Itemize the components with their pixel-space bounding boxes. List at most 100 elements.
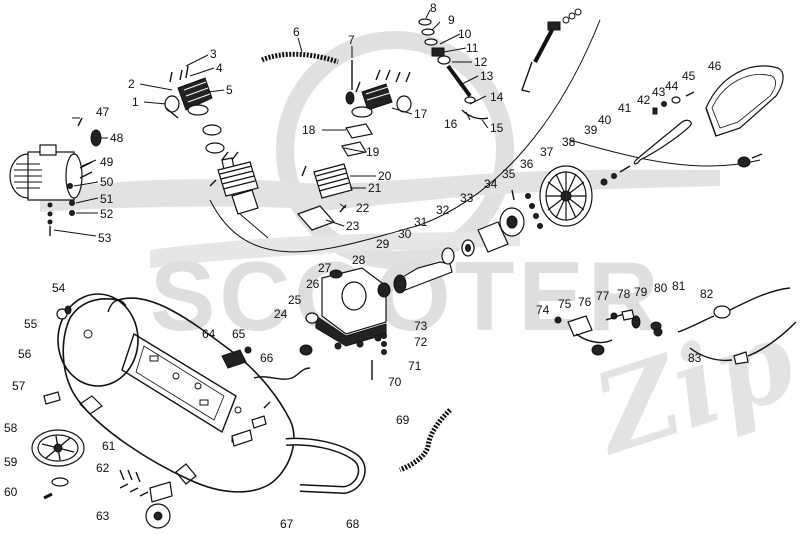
label-77: 77: [596, 289, 610, 303]
motor-pulley: [90, 129, 102, 147]
spring-hose: [260, 51, 339, 65]
label-75: 75: [558, 297, 572, 311]
label-82: 82: [700, 287, 714, 301]
electric-motor: [9, 144, 93, 201]
label-70: 70: [388, 375, 402, 389]
label-43: 43: [652, 85, 666, 99]
leader-lines: [53, 9, 489, 237]
label-1: 1: [132, 95, 139, 109]
label-72: 72: [414, 335, 428, 349]
label-56: 56: [18, 347, 32, 361]
wheel-pin: [43, 492, 53, 500]
crankcase-fasteners: [371, 333, 387, 380]
label-30: 30: [398, 227, 412, 241]
outlet-fittings: [231, 401, 271, 447]
label-66: 66: [260, 351, 274, 365]
label-7: 7: [348, 33, 355, 47]
label-42: 42: [637, 93, 651, 107]
wheel: [31, 429, 85, 467]
label-65: 65: [232, 327, 246, 341]
label-47: 47: [96, 105, 110, 119]
label-26: 26: [306, 277, 320, 291]
label-52: 52: [100, 207, 114, 221]
cover-gasket: [477, 221, 509, 253]
label-80: 80: [654, 281, 668, 295]
assembly-arrows: [209, 69, 411, 213]
label-63: 63: [96, 509, 110, 523]
label-2: 2: [128, 77, 135, 91]
label-20: 20: [378, 169, 392, 183]
check-valve: [221, 349, 247, 369]
label-61: 61: [102, 439, 116, 453]
guard-bolt: [737, 153, 763, 168]
label-53: 53: [98, 231, 112, 245]
part-labels: 1 2 3 4 5 6 7 8 9 10 11 12 13 14 15 16 1…: [4, 1, 722, 531]
label-18: 18: [302, 123, 316, 137]
top-valve-parts: [418, 18, 489, 120]
right-cylinder: [296, 163, 353, 231]
label-36: 36: [520, 157, 534, 171]
cover-bolts: [511, 189, 543, 229]
label-12: 12: [474, 55, 488, 69]
label-5: 5: [226, 83, 233, 97]
label-62: 62: [96, 461, 110, 475]
label-79: 79: [634, 285, 648, 299]
label-14: 14: [490, 90, 504, 104]
flywheel-washer: [600, 178, 608, 186]
label-27: 27: [318, 261, 332, 275]
flywheel: [539, 165, 593, 227]
label-58: 58: [4, 421, 18, 435]
label-15: 15: [490, 121, 504, 135]
power-cables: [677, 287, 797, 365]
label-13: 13: [480, 69, 494, 83]
bearing: [441, 247, 455, 265]
label-64: 64: [202, 327, 216, 341]
label-50: 50: [100, 175, 114, 189]
flywheel-bolt: [619, 165, 631, 173]
label-74: 74: [536, 303, 550, 317]
crankcase: [315, 267, 387, 350]
watermark: SCOOTER Zip: [40, 31, 800, 480]
label-8: 8: [430, 1, 437, 15]
label-69: 69: [396, 413, 410, 427]
left-cylinder: [217, 161, 269, 239]
label-41: 41: [618, 101, 632, 115]
label-67: 67: [280, 517, 294, 531]
watermark-swoosh-2: [150, 232, 520, 268]
flywheel-washer-2: [611, 173, 617, 179]
guide-curve: [209, 19, 601, 253]
label-31: 31: [414, 215, 428, 229]
label-10: 10: [458, 27, 472, 41]
label-19: 19: [366, 145, 380, 159]
label-59: 59: [4, 455, 18, 469]
guard-fasteners: [652, 91, 695, 115]
label-45: 45: [682, 69, 696, 83]
label-71: 71: [408, 359, 422, 373]
oil-sight-glass: [305, 312, 319, 324]
label-25: 25: [288, 293, 302, 307]
caster-bolts: [119, 469, 149, 497]
watermark-ring: [276, 31, 514, 269]
right-cylinder-head: [345, 60, 412, 113]
label-51: 51: [100, 192, 114, 206]
label-6: 6: [293, 25, 300, 39]
drive-belt: [633, 119, 692, 165]
drain-plug: [299, 344, 313, 356]
label-21: 21: [368, 181, 382, 195]
label-11: 11: [466, 41, 479, 55]
label-55: 55: [24, 317, 38, 331]
motor-key: [77, 117, 83, 127]
label-37: 37: [540, 145, 554, 159]
motor-bolts: [47, 183, 75, 236]
guide-curve-2: [569, 139, 761, 167]
crank-weight: [393, 274, 407, 294]
braided-hose: [399, 408, 452, 473]
right-gasket-stack: [341, 106, 373, 157]
label-3: 3: [210, 47, 217, 61]
label-78: 78: [617, 287, 631, 301]
label-40: 40: [598, 113, 612, 127]
label-24: 24: [274, 307, 288, 321]
delivery-pipe: [253, 367, 311, 380]
label-73: 73: [414, 319, 428, 333]
